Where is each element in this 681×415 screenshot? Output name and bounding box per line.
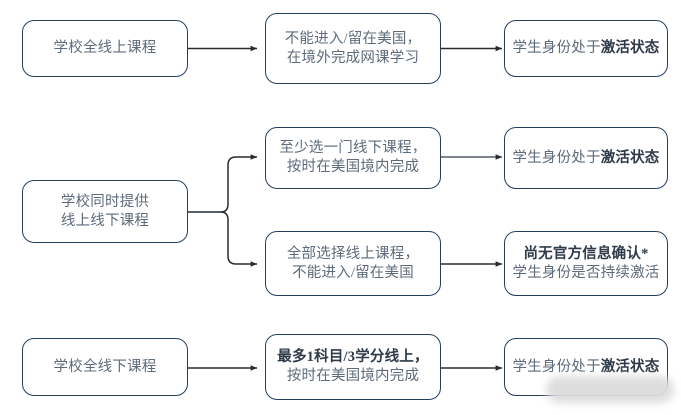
node-line: 学校全线上课程: [53, 40, 157, 57]
edge-n4-to-n5: [220, 154, 258, 213]
node-line: 全部选择线上课程，: [286, 245, 420, 262]
node-line: 学生身份处于激活状态: [512, 149, 659, 168]
node-line-emphasis: 激活状态: [600, 149, 660, 166]
node-max-one-course-online[interactable]: 最多1科目/3学分线上， 按时在美国境内完成: [265, 334, 441, 400]
node-line-text: 学生身份处于: [512, 149, 601, 166]
node-school-hybrid[interactable]: 学校同时提供 线上线下课程: [22, 180, 188, 243]
node-line: 不能进入/留在美国: [292, 264, 414, 281]
node-line-emphasis: 激活状态: [600, 40, 660, 57]
node-line: 不能进入/留在美国，: [284, 30, 422, 47]
node-line: 学生身份处于激活状态: [512, 39, 659, 58]
node-line: 学校同时提供: [60, 193, 150, 210]
node-status-active-2[interactable]: 学生身份处于激活状态: [504, 127, 668, 189]
node-all-online-choice[interactable]: 全部选择线上课程， 不能进入/留在美国: [265, 231, 441, 296]
censor-smudge: [546, 376, 674, 403]
node-line: 线上线下课程: [60, 212, 150, 229]
node-cannot-enter-us[interactable]: 不能进入/留在美国， 在境外完成网课学习: [265, 13, 441, 84]
node-line: 按时在美国境内完成: [286, 159, 420, 175]
node-line-text: 学生身份处于: [512, 40, 601, 57]
node-line: 学生身份处于激活状态: [512, 358, 659, 377]
node-line: 学校全线下课程: [53, 358, 157, 375]
node-line-text: 学生身份处于: [512, 358, 601, 375]
node-school-all-online[interactable]: 学校全线上课程: [22, 20, 188, 77]
node-line: 至少选一门线下课程，: [279, 140, 427, 157]
node-line: 在境外完成网课学习: [286, 49, 420, 66]
edge-n4-to-n7: [220, 211, 258, 267]
node-line: 尚无官方信息确认*: [523, 245, 649, 262]
node-status-active-1[interactable]: 学生身份处于激活状态: [504, 20, 668, 77]
node-line: 学生身份是否持续激活: [512, 264, 660, 281]
node-at-least-one-offline[interactable]: 至少选一门线下课程， 按时在美国境内完成: [265, 127, 441, 189]
node-line-emphasis: 激活状态: [600, 358, 660, 375]
node-no-official-info[interactable]: 尚无官方信息确认* 学生身份是否持续激活: [504, 231, 668, 296]
node-line: 按时在美国境内完成: [286, 368, 420, 384]
node-line: 最多1科目/3学分线上，: [277, 349, 429, 366]
node-school-all-offline[interactable]: 学校全线下课程: [22, 338, 188, 396]
